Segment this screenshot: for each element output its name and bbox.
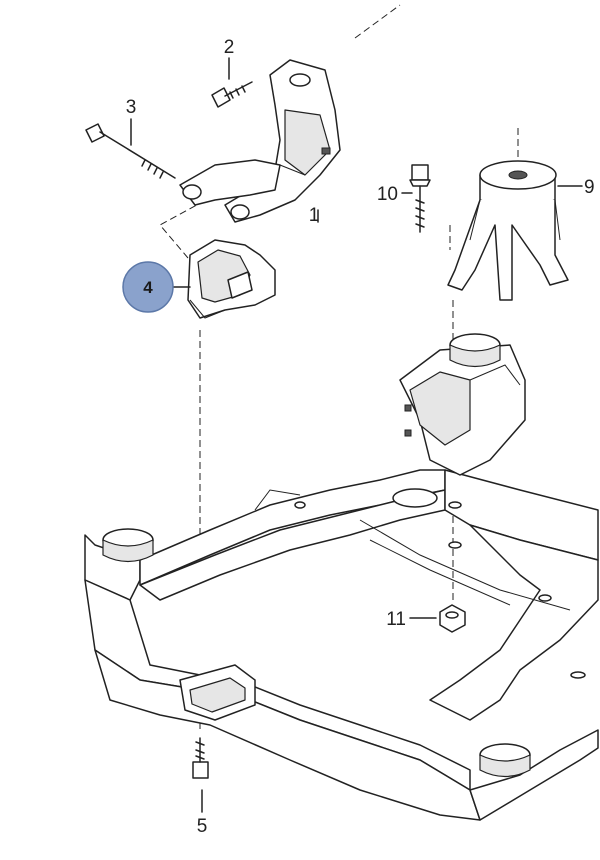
part-11-nut — [409, 604, 466, 633]
part-9-engine-mount — [447, 160, 583, 301]
callout-label-4: 4 — [143, 278, 153, 297]
callout-label-11: 11 — [386, 609, 406, 630]
part-3-long-bolt — [85, 118, 176, 179]
callout-label-2: 2 — [224, 37, 235, 58]
badge-circle — [122, 261, 174, 313]
part-10-bolt — [401, 164, 431, 233]
part-5-bolt — [192, 737, 209, 813]
callout-label-10: 10 — [377, 184, 398, 205]
part-2-bolt — [211, 57, 253, 108]
callout-labels: 1 2 3 5 9 10 11 — [126, 37, 595, 837]
part-1-mount-bracket — [179, 59, 341, 223]
callout-label-1: 1 — [309, 205, 320, 226]
callout-label-5: 5 — [197, 816, 208, 837]
callout-label-3: 3 — [126, 97, 137, 118]
callout-badge-4: 4 — [122, 261, 174, 313]
part-4-rubber-mount — [167, 239, 276, 319]
subframe — [84, 333, 599, 821]
callout-label-9: 9 — [584, 177, 595, 198]
